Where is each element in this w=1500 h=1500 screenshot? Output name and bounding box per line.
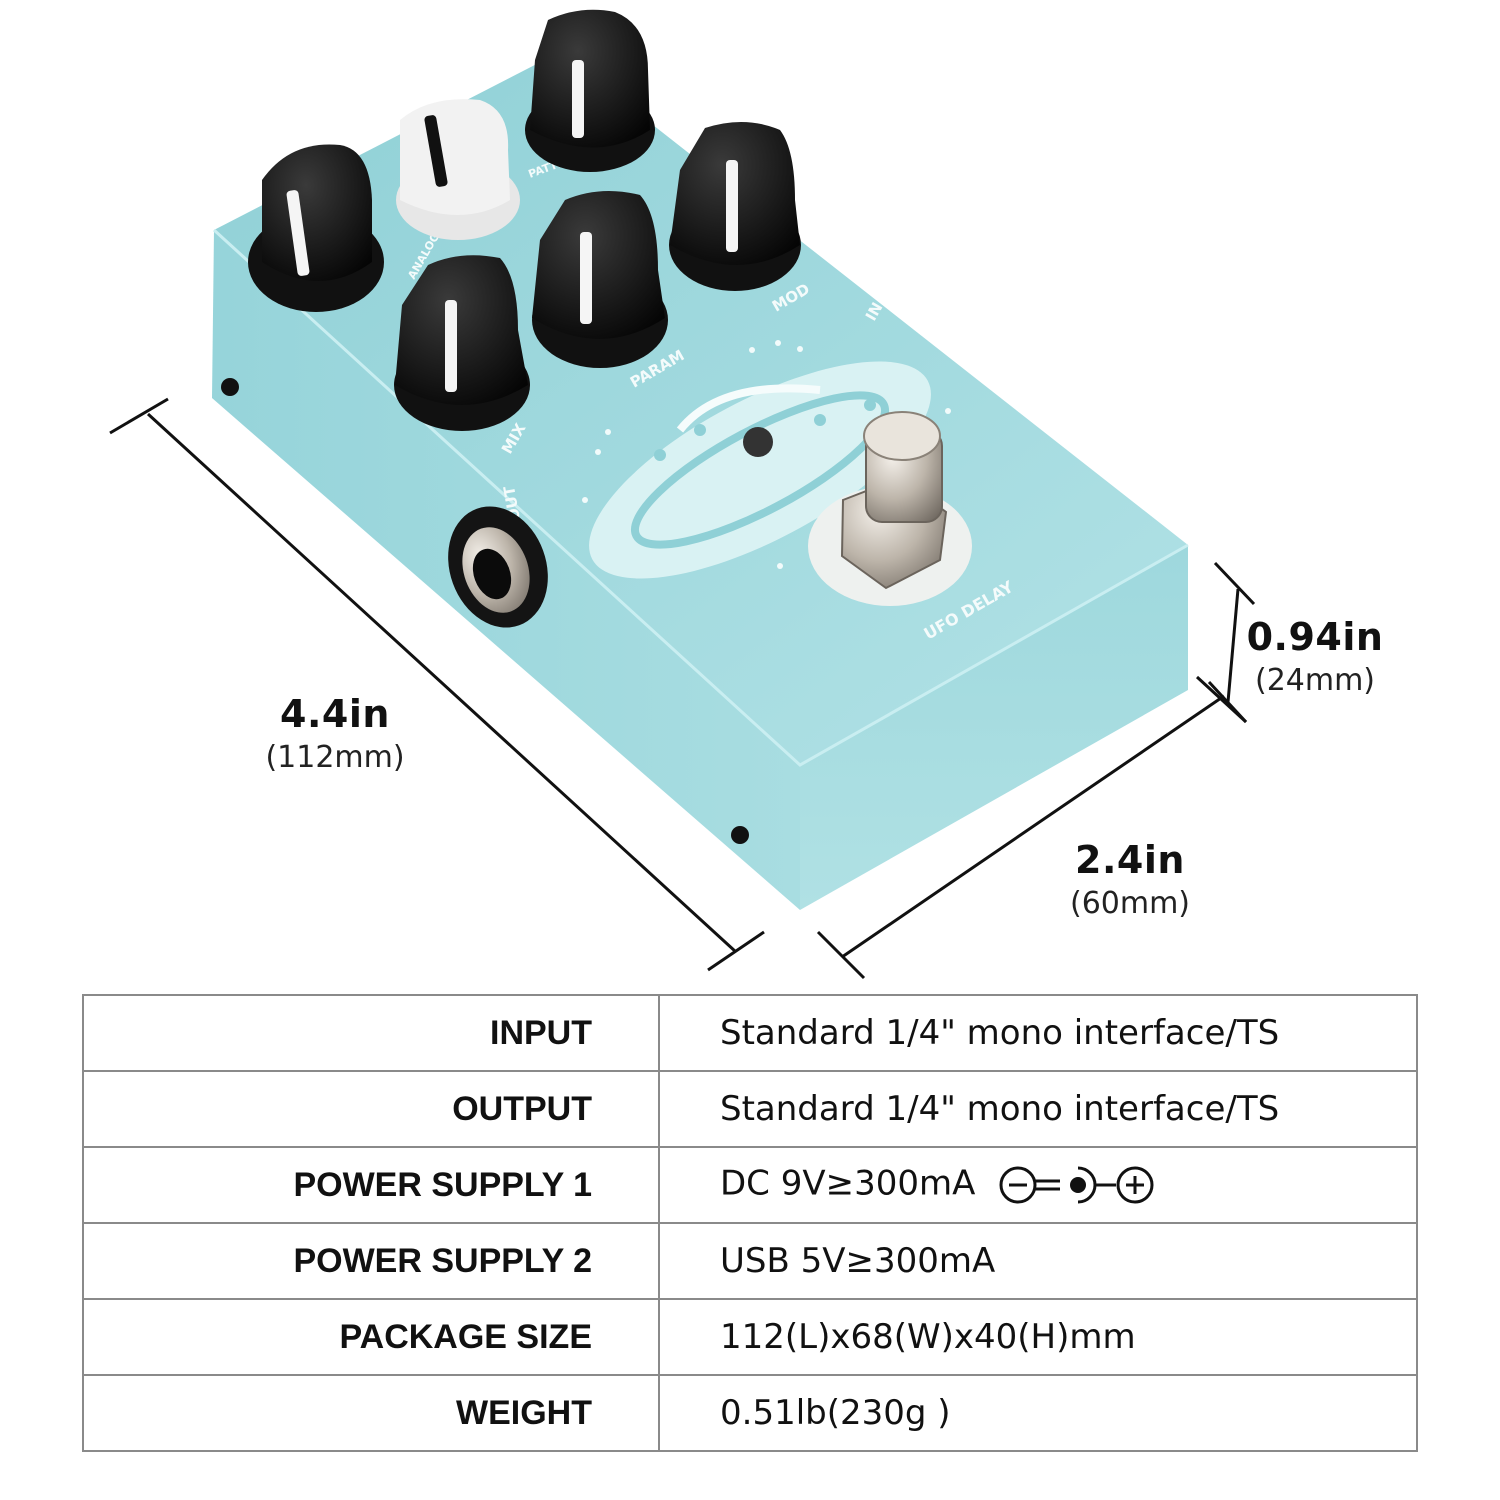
table-row: OUTPUT Standard 1/4" mono interface/TS [82, 1070, 1418, 1148]
length-metric: (112mm) [265, 740, 405, 775]
table-row: POWER SUPPLY 2 USB 5V≥300mA [82, 1222, 1418, 1300]
spec-label-output: OUTPUT [82, 1070, 660, 1148]
dc-polarity-icon [999, 1166, 1154, 1204]
spec-value-package-size: 112(L)x68(W)x40(H)mm [658, 1298, 1418, 1376]
spec-value-output: Standard 1/4" mono interface/TS [658, 1070, 1418, 1148]
ufo-artwork [589, 361, 931, 579]
knob-param [532, 191, 668, 368]
length-dimension: 4.4in (112mm) [230, 692, 440, 775]
spec-label-weight: WEIGHT [82, 1374, 660, 1452]
table-row: WEIGHT 0.51lb(230g ) [82, 1374, 1418, 1452]
pedal-front-face [800, 545, 1188, 910]
dimension-lines [109, 397, 1256, 980]
width-dimension-line [841, 694, 1225, 959]
width-metric: (60mm) [1069, 886, 1191, 921]
spec-value-input: Standard 1/4" mono interface/TS [658, 994, 1418, 1072]
height-tick-end [1207, 680, 1248, 724]
height-dimension: 0.94in (24mm) [1215, 615, 1415, 698]
knob-mod [669, 121, 801, 291]
table-row: POWER SUPPLY 1 DC 9V≥300mA [82, 1146, 1418, 1224]
led-indicator-icon [743, 427, 773, 457]
spec-value-weight: 0.51lb(230g ) [658, 1374, 1418, 1452]
screw-icon [731, 826, 749, 844]
width-imperial: 2.4in [1075, 838, 1185, 882]
knob-mix [394, 255, 530, 431]
spec-value-power-supply-1: DC 9V≥300mA [658, 1146, 1418, 1224]
spec-label-package-size: PACKAGE SIZE [82, 1298, 660, 1376]
knob-analog [396, 99, 520, 240]
height-tick-start [1213, 561, 1256, 606]
length-tick-end [707, 930, 765, 972]
output-jack [448, 506, 548, 628]
knob-top [525, 9, 655, 172]
spec-table: INPUT Standard 1/4" mono interface/TS OU… [82, 994, 1418, 1452]
length-tick-start [109, 397, 169, 435]
pedal-illustration: MIX PARAM MOD IN ANALOG PATTERN OUT UFO … [109, 9, 1256, 980]
height-imperial: 0.94in [1246, 615, 1384, 659]
height-metric: (24mm) [1254, 663, 1376, 698]
width-tick-start [816, 930, 866, 980]
table-row: PACKAGE SIZE 112(L)x68(W)x40(H)mm [82, 1298, 1418, 1376]
width-dimension: 2.4in (60mm) [1025, 838, 1235, 921]
pedal-figure: MIX PARAM MOD IN ANALOG PATTERN OUT UFO … [109, 9, 1415, 980]
knob-tone-left [248, 144, 384, 312]
spec-value-power-supply-2: USB 5V≥300mA [658, 1222, 1418, 1300]
length-dimension-line [146, 412, 738, 954]
spec-label-power-supply-2: POWER SUPPLY 2 [82, 1222, 660, 1300]
spec-label-input: INPUT [82, 994, 660, 1072]
table-row: INPUT Standard 1/4" mono interface/TS [82, 994, 1418, 1072]
power-supply-1-text: DC 9V≥300mA [720, 1163, 976, 1204]
screw-icon [221, 378, 239, 396]
spec-label-power-supply-1: POWER SUPPLY 1 [82, 1146, 660, 1224]
height-dimension-line [1226, 588, 1240, 703]
footswitch [808, 411, 972, 606]
length-imperial: 4.4in [280, 692, 390, 736]
